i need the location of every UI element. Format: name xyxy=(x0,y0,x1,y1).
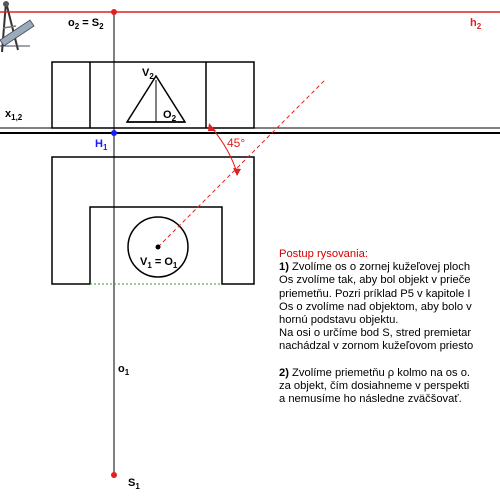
angle-arrow-bottom xyxy=(233,168,241,176)
label-o1: o1 xyxy=(118,363,130,377)
label-s1: S1 xyxy=(128,477,140,491)
instruction-line-1: 1) Zvolíme os o zornej kužeľovej ploch xyxy=(279,261,471,274)
label-o2-s2: o2 = S2 xyxy=(68,17,104,31)
label-h1: H1 xyxy=(95,138,108,152)
label-h2: h2 xyxy=(470,17,482,31)
instruction-line-6: Na osi o určíme bod S, stred premietar xyxy=(279,327,472,340)
label-v2: V2 xyxy=(142,67,154,81)
spacer xyxy=(279,354,500,367)
instruction-line-9: za objekt, čím dosiahneme v perspekti xyxy=(279,379,470,392)
instruction-line-4: Os o zvolíme nad objektom, aby bolo v xyxy=(279,300,472,313)
instruction-line-2: Os zvolíme tak, aby bol objekt v prieče xyxy=(279,274,471,287)
angle-arrow-top xyxy=(208,123,216,131)
instruction-line-5: hornú podstavu objektu. xyxy=(279,314,399,327)
compass-icon xyxy=(0,1,35,53)
instruction-line-10: a nemusíme ho následne zväčšovať. xyxy=(279,393,462,406)
instruction-line-8: 2) Zvolíme priemetňu ρ kolmo na os o. xyxy=(279,366,471,379)
top-view xyxy=(51,156,255,285)
instruction-line-7: nachádzal v zornom kužeľovom priesto xyxy=(279,340,474,353)
point-s1 xyxy=(111,472,117,478)
label-x12: x1,2 xyxy=(5,108,23,122)
instructions-heading: Postup rysovania: xyxy=(279,248,368,260)
point-h1 xyxy=(111,130,117,136)
instruction-line-3: priemetňu. Pozri príklad P5 v kapitole I xyxy=(279,287,471,300)
point-s2 xyxy=(111,9,117,15)
point-v1 xyxy=(155,244,161,250)
angle-arc xyxy=(211,127,238,174)
label-O2: O2 xyxy=(163,109,177,123)
dashed-45-line xyxy=(157,78,327,248)
label-v1-o1: V1 = O1 xyxy=(140,256,178,270)
instructions-panel: Postup rysovania: 1) Zvolíme os o zornej… xyxy=(279,248,500,493)
label-angle: 45° xyxy=(227,136,245,150)
